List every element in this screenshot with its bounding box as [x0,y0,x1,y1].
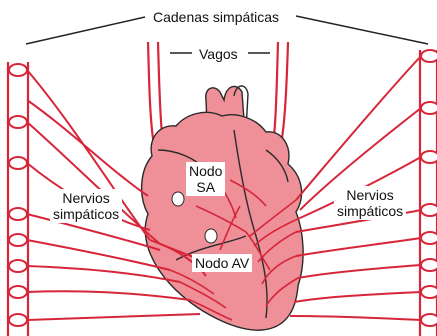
heart [142,86,303,330]
label-nerves-left-line1: Nervios [53,190,119,206]
label-nerves-right-line1: Nervios [337,187,403,203]
label-av-node: Nodo AV [192,254,252,272]
label-nerves-left: Nervios simpáticos [50,189,122,223]
label-nerves-right-line2: simpáticos [337,203,403,219]
label-nerves-right: Nervios simpáticos [334,186,406,220]
label-sa-node-line1: Nodo [189,163,222,179]
label-nerves-left-line2: simpáticos [53,206,119,222]
av-node-marker [205,229,217,243]
left-chain-ganglia [9,64,27,326]
label-sympathetic-chains: Cadenas simpáticas [150,8,282,26]
sa-node-marker [172,192,184,206]
label-vagus: Vagos [196,45,241,63]
label-sa-node: Nodo SA [186,162,225,196]
label-sa-node-line2: SA [189,179,222,195]
right-chain-ganglia [421,50,437,326]
